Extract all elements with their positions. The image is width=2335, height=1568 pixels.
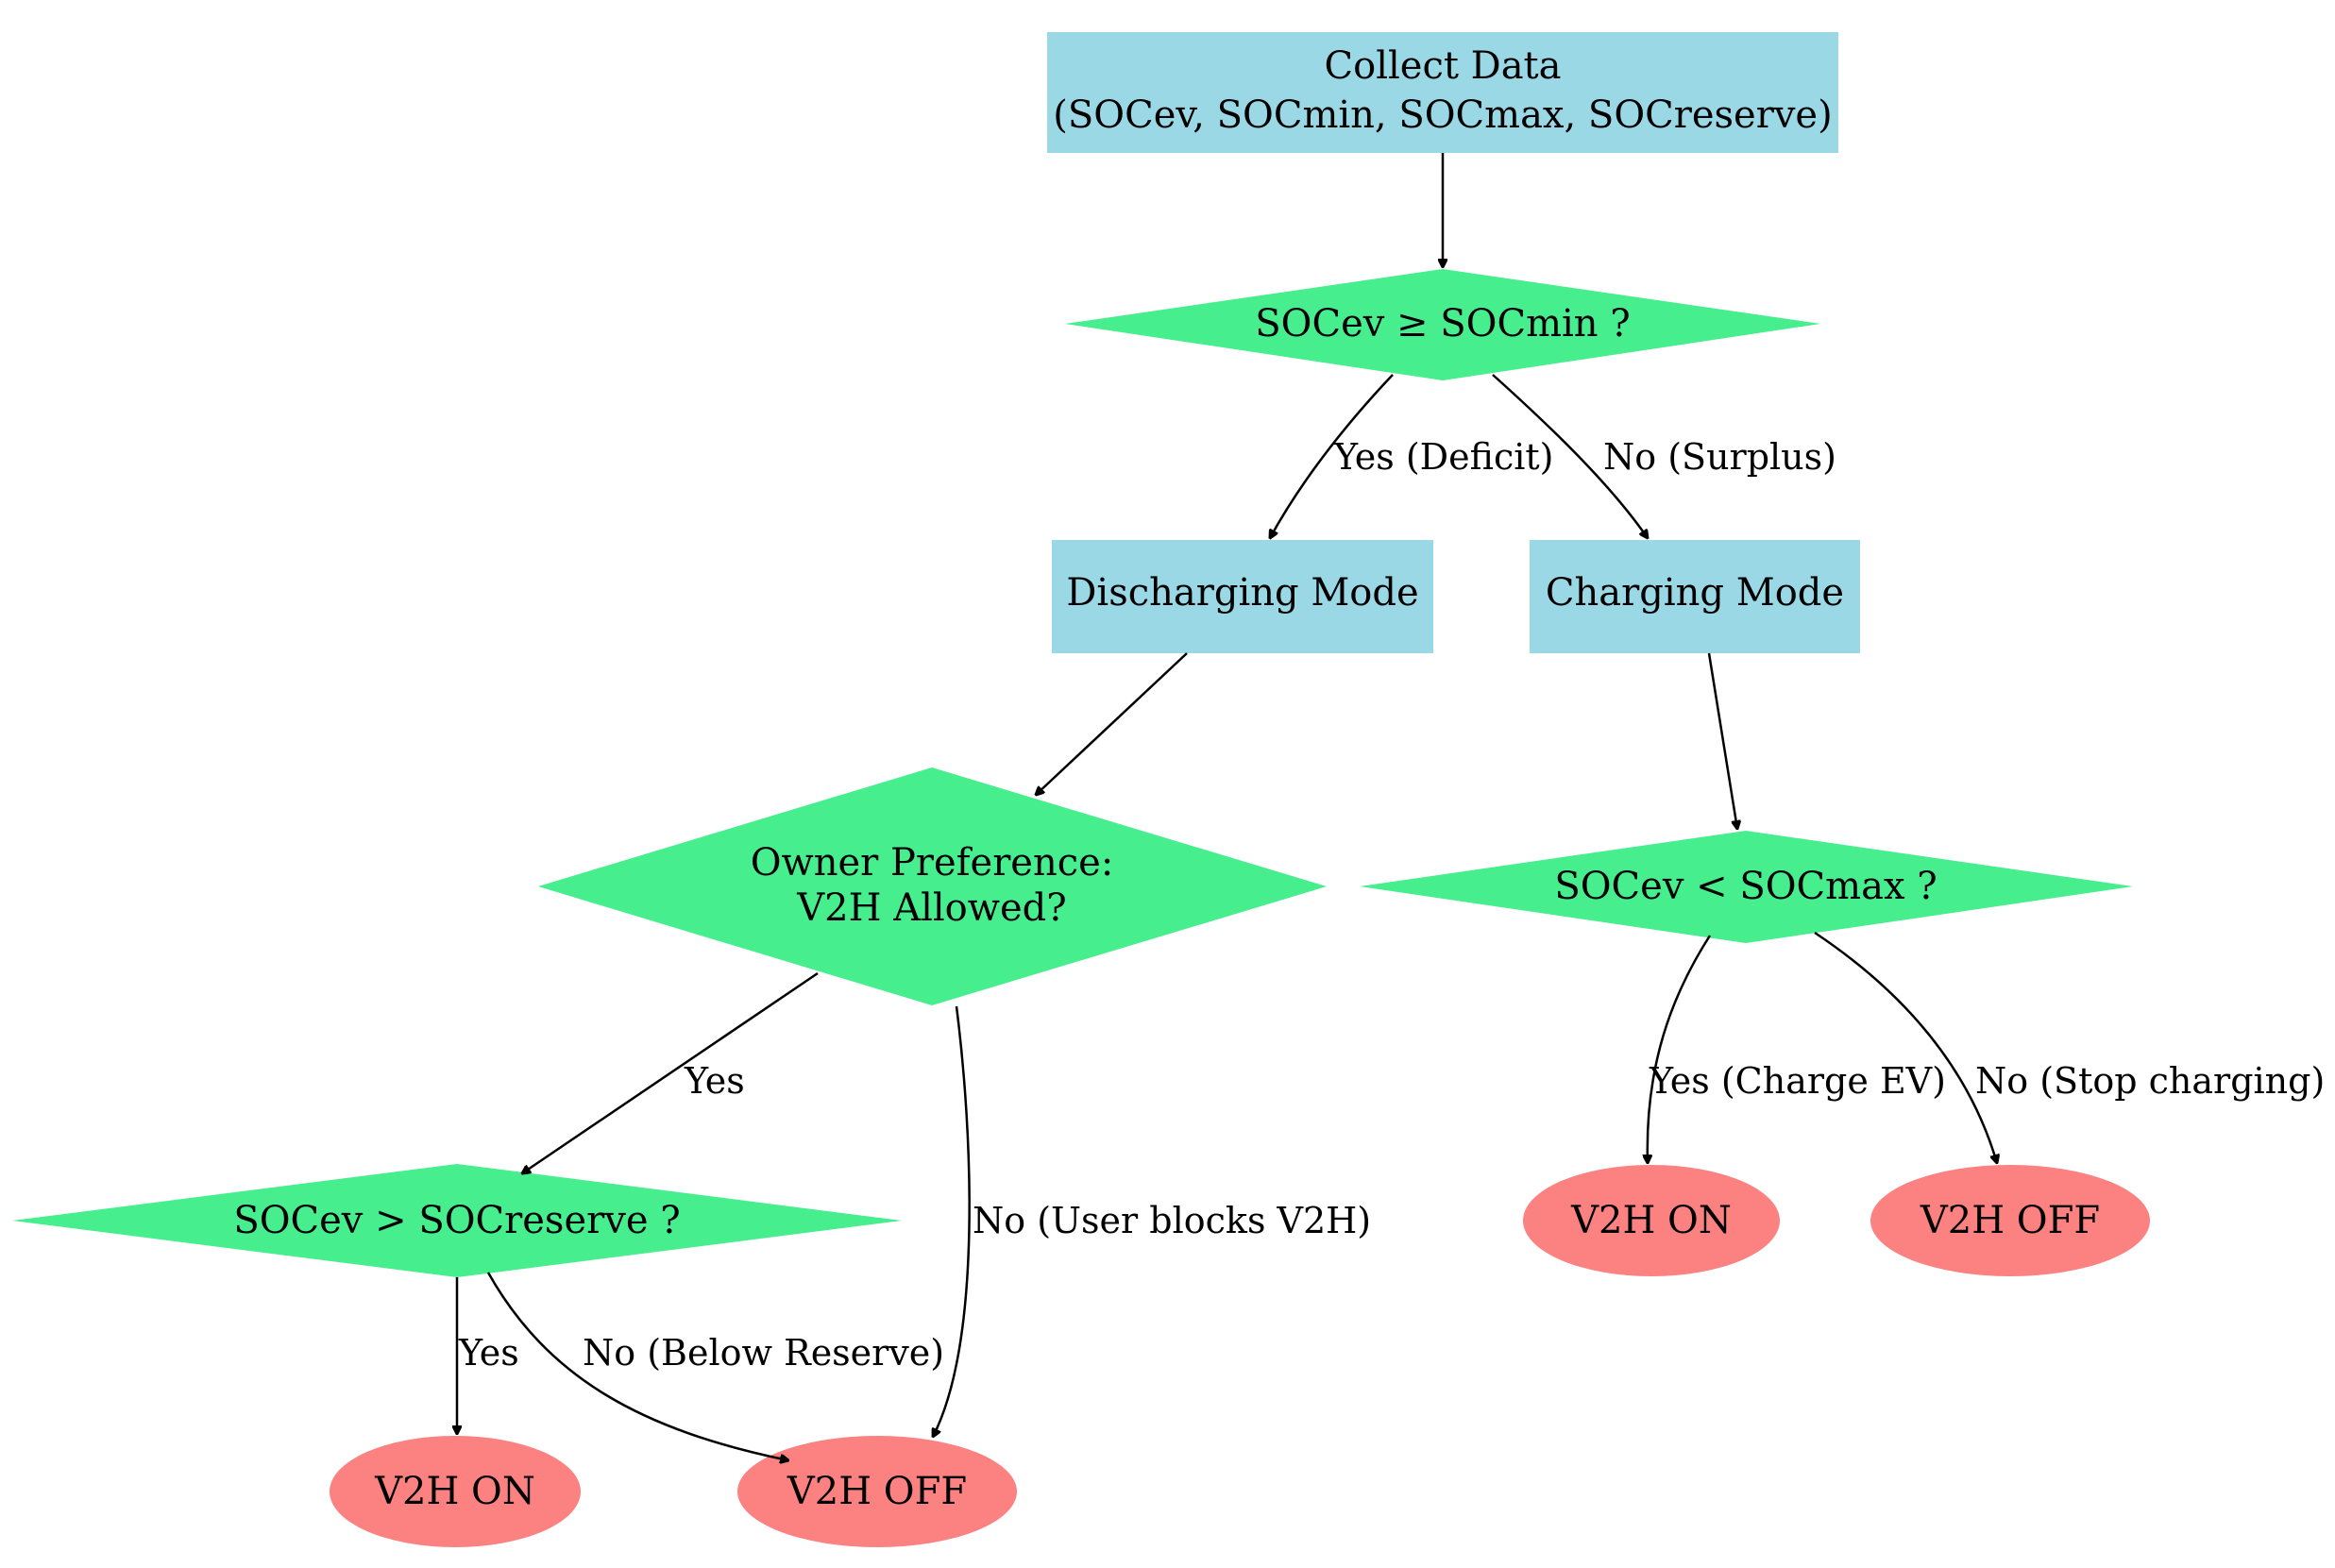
soc-max-decision: SOCev < SOCmax ? (1360, 831, 2133, 943)
v2h-off-discharge-label: V2H OFF (787, 1470, 967, 1513)
collect-data-node: Collect Data (SOCev, SOCmin, SOCmax, SOC… (1047, 32, 1838, 153)
edge-soc-max-to-v2h-on (1648, 935, 1712, 1163)
edge-soc-min-to-discharging (1270, 374, 1394, 538)
charging-mode-node: Charging Mode (1530, 540, 1860, 653)
v2h-off-discharge-terminal: V2H OFF (737, 1436, 1017, 1547)
v2h-on-charge-terminal: V2H ON (1523, 1165, 1780, 1276)
discharging-mode-label: Discharging Mode (1066, 571, 1418, 615)
soc-min-decision-label: SOCev ≥ SOCmin ? (1255, 302, 1630, 346)
edge-soc-min-to-charging (1492, 374, 1648, 538)
soc-max-decision-label: SOCev < SOCmax ? (1554, 865, 1937, 908)
edge-label-no-surplus: No (Surplus) (1603, 436, 1836, 478)
edge-soc-reserve-to-v2h-off (486, 1272, 788, 1460)
charging-mode-label: Charging Mode (1546, 571, 1844, 615)
v2h-on-reserve-label: V2H ON (374, 1470, 535, 1513)
v2h-off-charge-terminal: V2H OFF (1870, 1165, 2150, 1276)
edge-label-yes-reserve: Yes (458, 1332, 519, 1374)
edge-charging-to-soc-max (1707, 652, 1737, 829)
owner-preference-question: V2H Allowed? (796, 886, 1066, 930)
edge-owner-to-v2h-off (933, 1005, 971, 1437)
edge-label-yes-deficit: Yes (Deficit) (1333, 436, 1554, 478)
collect-data-title: Collect Data (1325, 44, 1562, 88)
collect-data-variables: (SOCev, SOCmin, SOCmax, SOCreserve) (1053, 93, 1832, 137)
discharging-mode-node: Discharging Mode (1052, 540, 1433, 653)
soc-reserve-decision-label: SOCev > SOCreserve ? (233, 1199, 680, 1242)
edge-label-yes-owner: Yes (684, 1060, 745, 1102)
edge-owner-to-soc-reserve (522, 971, 819, 1173)
owner-preference-title: Owner Preference: (751, 841, 1114, 885)
soc-reserve-decision: SOCev > SOCreserve ? (12, 1164, 902, 1277)
v2h-on-charge-label: V2H ON (1570, 1199, 1732, 1242)
edge-label-yes-charge-ev: Yes (Charge EV) (1649, 1060, 1946, 1102)
v2h-on-reserve-terminal: V2H ON (330, 1436, 581, 1547)
owner-preference-decision: Owner Preference: V2H Allowed? (538, 767, 1327, 1005)
edge-soc-max-to-v2h-off (1814, 931, 1997, 1163)
v2h-off-charge-label: V2H OFF (1920, 1199, 2100, 1242)
edge-discharging-to-owner (1036, 652, 1188, 795)
soc-min-decision: SOCev ≥ SOCmin ? (1065, 269, 1820, 380)
edge-label-no-stop-charging: No (Stop charging) (1975, 1060, 2325, 1102)
edge-label-no-user-blocks: No (User blocks V2H) (973, 1200, 1371, 1241)
edge-label-no-below-reserve: No (Below Reserve) (583, 1332, 944, 1374)
